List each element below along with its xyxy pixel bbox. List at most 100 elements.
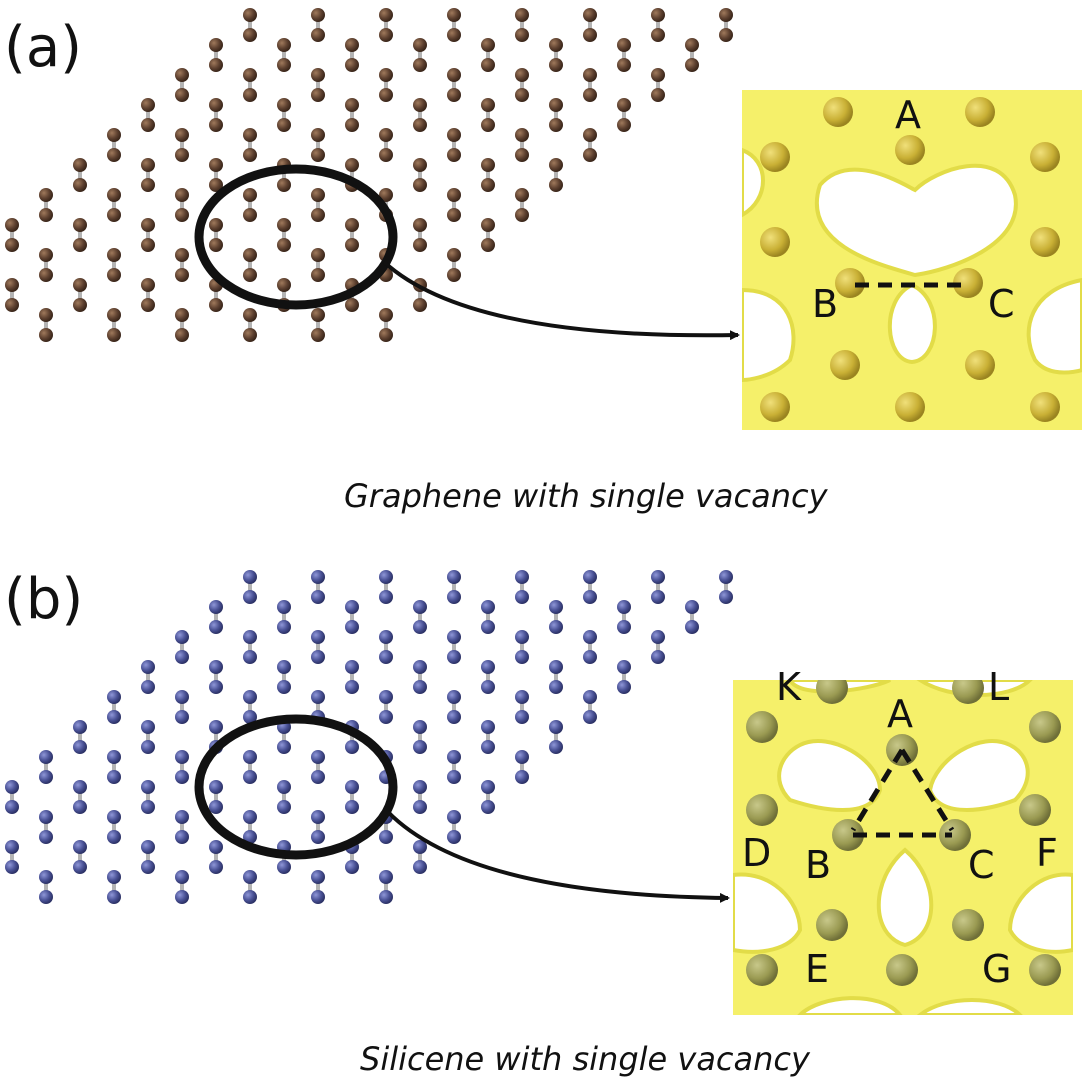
atom	[345, 780, 359, 794]
inset-atom	[895, 392, 925, 422]
atom	[311, 188, 325, 202]
density-hole-b-right	[927, 739, 1030, 812]
atom	[413, 800, 427, 814]
density-hole-b-bottom	[876, 847, 934, 948]
density-hole-a-1	[815, 163, 1018, 278]
atom	[311, 830, 325, 844]
atom	[243, 68, 257, 82]
atom	[311, 870, 325, 884]
atom	[345, 38, 359, 52]
inset-atom	[746, 711, 778, 743]
atom	[651, 630, 665, 644]
atom	[583, 8, 597, 22]
atom	[583, 630, 597, 644]
atom	[311, 268, 325, 282]
atom	[175, 750, 189, 764]
atom	[73, 238, 87, 252]
atom	[515, 650, 529, 664]
atom	[141, 278, 155, 292]
atom	[583, 88, 597, 102]
atom	[379, 128, 393, 142]
atom	[277, 600, 291, 614]
atom	[515, 630, 529, 644]
caption-b: Silicene with single vacancy	[360, 1040, 811, 1078]
density-hole-b-br	[1007, 872, 1073, 954]
atom	[719, 570, 733, 584]
atom	[413, 720, 427, 734]
atom	[5, 238, 19, 252]
atom	[39, 750, 53, 764]
atom	[345, 58, 359, 72]
atom	[311, 650, 325, 664]
inset-a	[742, 90, 1082, 430]
atom	[515, 570, 529, 584]
atom-label-b-G: G	[982, 947, 1011, 991]
atom	[447, 128, 461, 142]
atom	[107, 328, 121, 342]
atom	[413, 740, 427, 754]
atom	[583, 28, 597, 42]
atom	[515, 28, 529, 42]
atom	[39, 268, 53, 282]
atom	[515, 690, 529, 704]
atom	[277, 278, 291, 292]
atom	[447, 650, 461, 664]
atom	[277, 680, 291, 694]
inset-atom	[1029, 711, 1061, 743]
atom	[73, 720, 87, 734]
inset-atom	[760, 392, 790, 422]
atom	[481, 118, 495, 132]
atom	[447, 770, 461, 784]
atom	[379, 8, 393, 22]
atom	[379, 650, 393, 664]
atom	[617, 118, 631, 132]
atom	[243, 570, 257, 584]
atom	[243, 710, 257, 724]
atom	[209, 118, 223, 132]
atom	[583, 590, 597, 604]
atom	[277, 118, 291, 132]
atom	[277, 38, 291, 52]
atom	[447, 88, 461, 102]
zoom-arrow-a	[382, 260, 740, 341]
atom	[583, 148, 597, 162]
atom	[311, 28, 325, 42]
atom-label-a-B: B	[812, 282, 838, 326]
atom	[141, 98, 155, 112]
atom	[175, 248, 189, 262]
atom	[141, 840, 155, 854]
atom	[719, 590, 733, 604]
atom	[5, 860, 19, 874]
inset-atom	[1019, 794, 1051, 826]
atom	[447, 710, 461, 724]
atom	[277, 800, 291, 814]
atom	[39, 770, 53, 784]
vacancy-circle-a	[194, 164, 398, 310]
atom	[447, 570, 461, 584]
atom	[277, 218, 291, 232]
atom	[447, 148, 461, 162]
atom	[481, 780, 495, 794]
atom	[73, 740, 87, 754]
atom	[413, 158, 427, 172]
atom	[39, 308, 53, 322]
atom	[209, 800, 223, 814]
atom	[209, 680, 223, 694]
atom	[141, 860, 155, 874]
atom	[583, 570, 597, 584]
atom	[719, 28, 733, 42]
inset-atom	[965, 350, 995, 380]
density-hole-a-2	[887, 282, 937, 365]
atom	[277, 780, 291, 794]
atom	[277, 98, 291, 112]
inset-atom	[886, 954, 918, 986]
inset-atom	[816, 909, 848, 941]
atom	[651, 650, 665, 664]
atom	[481, 58, 495, 72]
atom	[413, 840, 427, 854]
atom	[311, 810, 325, 824]
atom	[39, 890, 53, 904]
atom	[39, 208, 53, 222]
atom	[481, 158, 495, 172]
inset-atom	[760, 227, 790, 257]
